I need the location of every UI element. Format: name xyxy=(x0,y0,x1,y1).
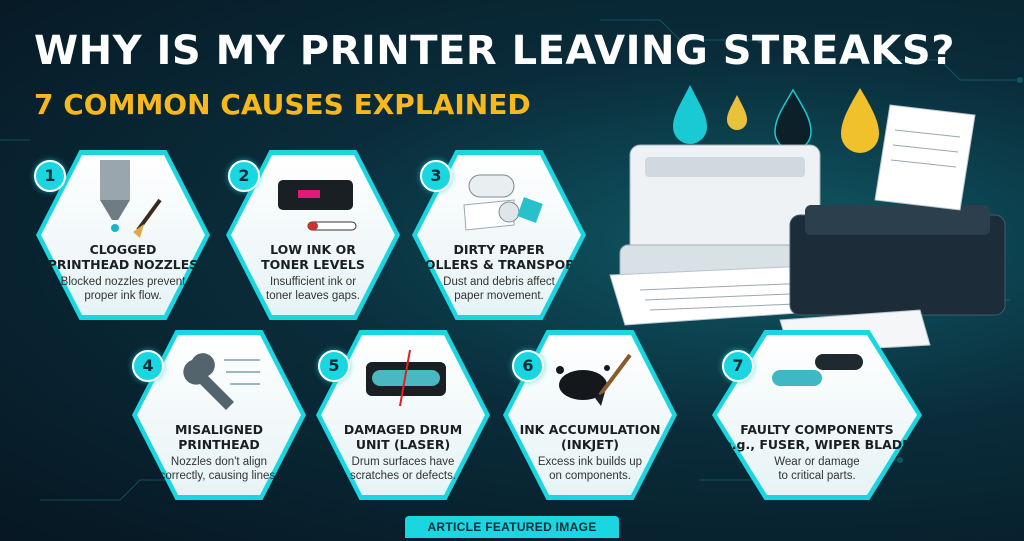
page-title: WHY IS MY PRINTER LEAVING STREAKS? xyxy=(34,28,955,74)
cause-heading: FAULTY COMPONENTS(e.g., FUSER, WIPER BLA… xyxy=(717,422,917,452)
printhead-nozzle-icon xyxy=(100,160,162,238)
fuser-roller-icon xyxy=(772,354,863,386)
ink-drops-icon xyxy=(673,85,879,153)
drum-unit-icon xyxy=(366,349,446,407)
wrench-icon xyxy=(183,353,260,410)
page-subtitle: 7 COMMON CAUSES EXPLAINED xyxy=(34,88,531,121)
cause-number-badge: 2 xyxy=(228,160,260,192)
cause-number-badge: 4 xyxy=(132,350,164,382)
ink-splat-icon xyxy=(556,353,632,406)
footer-label: ARTICLE FEATURED IMAGE xyxy=(405,516,619,538)
cause-number-badge: 7 xyxy=(722,350,754,382)
toner-cartridge-icon xyxy=(278,180,357,231)
paper-rollers-icon xyxy=(463,174,543,231)
cause-number-badge: 1 xyxy=(34,160,66,192)
cause-number-badge: 5 xyxy=(318,350,350,382)
cause-number-badge: 3 xyxy=(420,160,452,192)
cause-number-badge: 6 xyxy=(512,350,544,382)
cause-heading: INK ACCUMULATION(INKJET) xyxy=(519,422,661,452)
printers-illustration xyxy=(609,104,1006,354)
